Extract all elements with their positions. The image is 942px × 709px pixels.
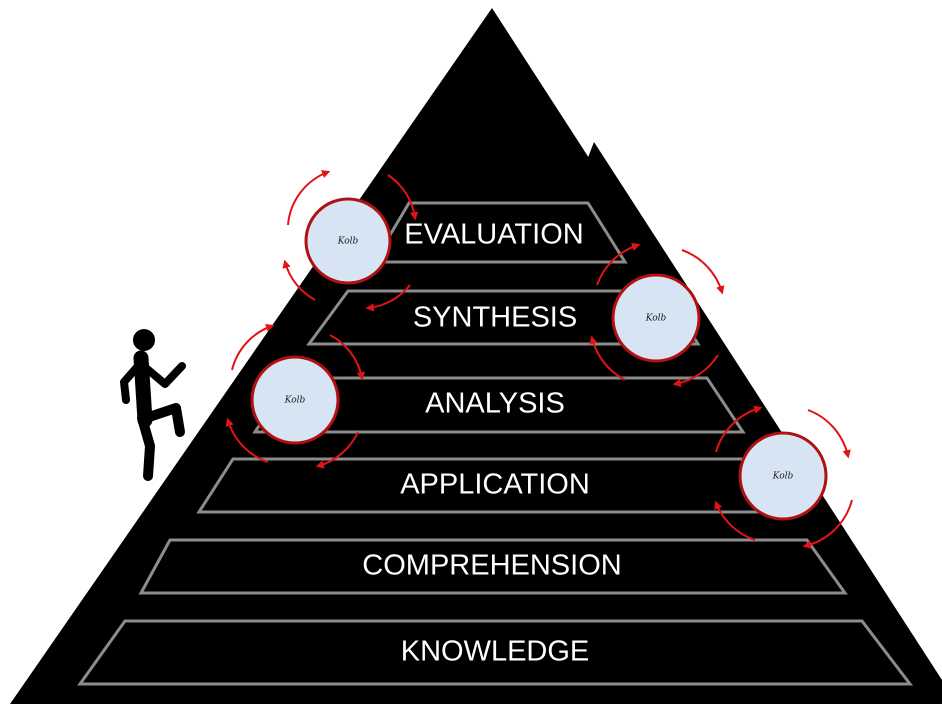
cycle-arrow <box>802 499 853 549</box>
cycle-arrow <box>282 259 316 301</box>
kolb-cycle-application: Kolb <box>714 405 853 549</box>
step-knowledge <box>77 619 914 686</box>
cycle-arrow <box>672 354 719 388</box>
kolb-circle <box>738 431 828 521</box>
kolb-label: Kolb <box>645 314 667 324</box>
kolb-cycle-synthesis: Kolb <box>589 242 725 388</box>
kolb-cycle-analysis: Kolb <box>225 323 365 469</box>
person-head <box>133 329 155 351</box>
level-label-comprehension: COMPREHENSION <box>362 550 621 582</box>
cycle-arrow <box>365 284 411 312</box>
cycle-arrow <box>329 334 365 381</box>
kolb-label: Kolb <box>337 237 359 247</box>
cycle-arrow <box>807 409 851 459</box>
kolb-label: Kolb <box>284 396 306 406</box>
kolb-cycle-evaluation: Kolb <box>282 170 419 312</box>
cycle-arrow <box>287 170 331 226</box>
kolb-circle <box>611 273 701 363</box>
cycle-arrow <box>315 431 359 469</box>
person-climbing-icon <box>120 329 186 481</box>
kolb-circle <box>304 197 392 285</box>
level-label-evaluation: EVALUATION <box>404 219 583 251</box>
step-comprehension <box>138 538 848 595</box>
level-label-synthesis: SYNTHESIS <box>413 302 577 334</box>
kolb-circle <box>250 355 340 445</box>
person-leg-standing <box>137 413 155 481</box>
cycle-arrow <box>589 335 626 381</box>
person-arm-front <box>142 362 186 388</box>
person-torso <box>133 350 153 428</box>
pyramid-body <box>10 8 942 704</box>
cycle-arrow <box>714 500 756 541</box>
cycle-arrow <box>596 242 641 286</box>
cycle-arrow <box>231 323 275 371</box>
level-label-analysis: ANALYSIS <box>425 388 565 420</box>
level-labels: KNOWLEDGE COMPREHENSION APPLICATION ANAL… <box>362 219 621 668</box>
cycle-arrow <box>225 417 269 463</box>
cycle-arrow <box>387 174 419 221</box>
level-label-knowledge: KNOWLEDGE <box>401 636 590 668</box>
kolb-label: Kolb <box>772 472 794 482</box>
person-arm-back <box>120 362 142 404</box>
cycle-arrow <box>681 249 725 295</box>
person-leg-raised <box>141 403 185 437</box>
cycle-arrow <box>715 405 763 453</box>
step-evaluation <box>371 201 628 264</box>
level-label-application: APPLICATION <box>400 469 590 501</box>
pyramid-main-peak <box>10 8 942 704</box>
